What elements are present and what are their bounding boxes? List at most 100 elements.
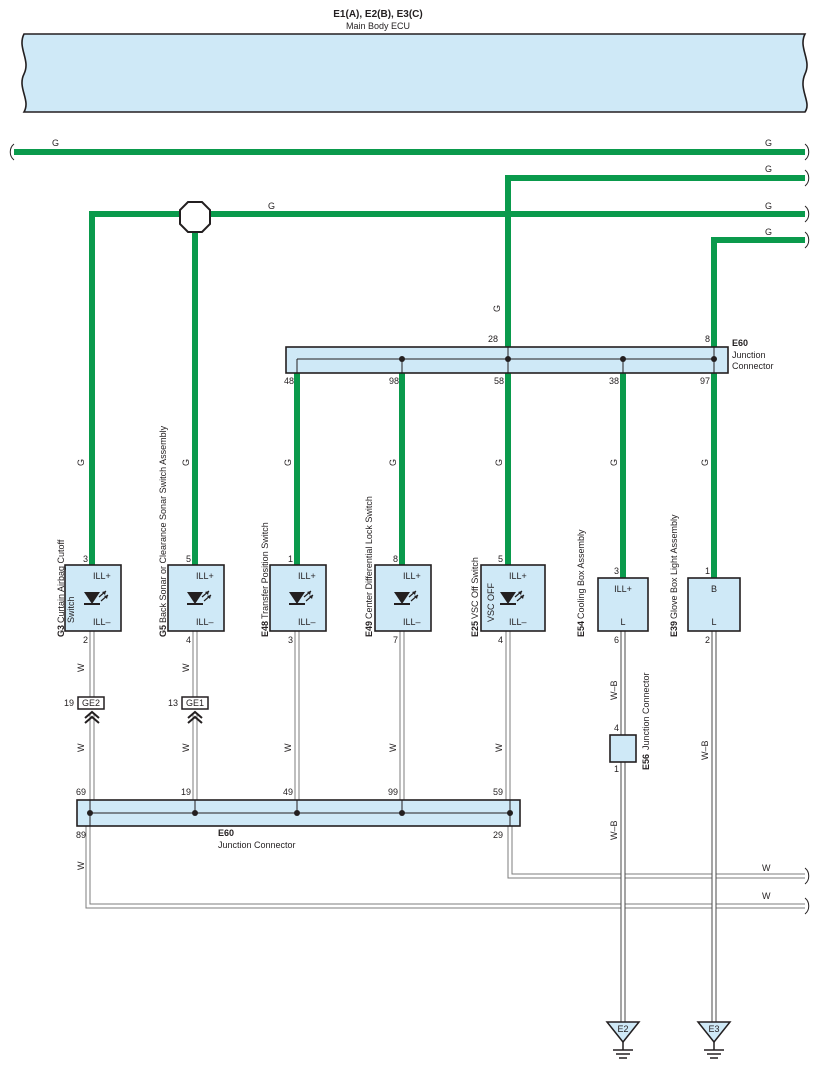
inline-connector-ge2: GE2 19 bbox=[64, 696, 105, 724]
component-code: E39 bbox=[669, 621, 679, 637]
wire-break-right-2 bbox=[804, 169, 810, 187]
wire-label: G bbox=[268, 201, 275, 211]
wire-break-right-4 bbox=[804, 231, 810, 249]
pin-label: 48 bbox=[284, 376, 294, 386]
component-g5: ILL+ ILL– 5 4 G5 Back Sonar or Clearance… bbox=[158, 425, 225, 645]
splice-point bbox=[179, 201, 211, 233]
junction-top-code: E60 bbox=[732, 338, 748, 348]
component-e25: ILL+ ILL– VSC OFF 5 4 E25 VSC Off Switch bbox=[470, 554, 546, 645]
terminal-label: ILL+ bbox=[614, 584, 632, 594]
green-wire-4 bbox=[711, 237, 805, 347]
green-wire-labels: G G G G G G G G G G G G G G bbox=[52, 138, 772, 466]
connector-code: GE1 bbox=[186, 698, 204, 708]
pin-label: 3 bbox=[83, 554, 88, 564]
junction-top-name-1: Junction bbox=[732, 350, 766, 360]
switch-side-label: VSC OFF bbox=[486, 582, 496, 622]
pin-label: 98 bbox=[389, 376, 399, 386]
pin-label: 3 bbox=[614, 566, 619, 576]
terminal-label: L bbox=[711, 617, 716, 627]
pin-label: 99 bbox=[388, 787, 398, 797]
pin-label: 28 bbox=[488, 334, 498, 344]
pin-label: 19 bbox=[64, 698, 74, 708]
ground-e2: E2 bbox=[605, 1021, 641, 1059]
wire-label: G bbox=[52, 138, 59, 148]
pin-label: 69 bbox=[76, 787, 86, 797]
wire-label: G bbox=[765, 164, 772, 174]
connector-code: GE2 bbox=[82, 698, 100, 708]
pin-label: 8 bbox=[393, 554, 398, 564]
junction-top-name-2: Connector bbox=[732, 361, 774, 371]
wire-label: G bbox=[700, 459, 710, 466]
pin-label: 1 bbox=[614, 764, 619, 774]
green-wire-2 bbox=[505, 175, 805, 347]
component-name: Cooling Box Assembly bbox=[576, 529, 586, 619]
wire-label: W bbox=[762, 891, 771, 901]
terminal-label: B bbox=[711, 584, 717, 594]
terminal-label: ILL– bbox=[509, 617, 527, 627]
ground-label: E3 bbox=[708, 1024, 719, 1034]
pin-label: 2 bbox=[705, 635, 710, 645]
led-icon bbox=[84, 590, 109, 605]
white-wire-group bbox=[85, 631, 810, 1022]
junction-bottom-code: E60 bbox=[218, 828, 234, 838]
terminal-label: ILL– bbox=[196, 617, 214, 627]
wire-label: G bbox=[494, 459, 504, 466]
led-icon bbox=[289, 590, 314, 605]
wire-label: G bbox=[388, 459, 398, 466]
terminal-label: ILL+ bbox=[298, 571, 316, 581]
green-wire-group bbox=[9, 143, 810, 578]
pin-label: 8 bbox=[705, 334, 710, 344]
wire-label: W bbox=[388, 743, 398, 752]
component-name: Center Differential Lock Switch bbox=[364, 496, 374, 619]
pin-label: 4 bbox=[614, 723, 619, 733]
wire-label: W–B bbox=[609, 820, 619, 840]
terminal-label: ILL– bbox=[298, 617, 316, 627]
component-code: E56 bbox=[641, 754, 651, 770]
wire-label: G bbox=[765, 227, 772, 237]
terminal-label: ILL+ bbox=[403, 571, 421, 581]
pin-label: 19 bbox=[181, 787, 191, 797]
ground-label: E2 bbox=[617, 1024, 628, 1034]
pin-label: 89 bbox=[76, 830, 86, 840]
wire-break-right-1 bbox=[804, 143, 810, 161]
led-icon bbox=[394, 590, 419, 605]
junction-connector-e56: 4 1 E56 Junction Connector bbox=[609, 672, 651, 774]
ground-e3: E3 bbox=[696, 1021, 732, 1059]
pin-label: 29 bbox=[493, 830, 503, 840]
wire-label: W bbox=[283, 743, 293, 752]
component-name: Transfer Position Switch bbox=[260, 522, 270, 619]
pin-label: 5 bbox=[186, 554, 191, 564]
component-name: VSC Off Switch bbox=[470, 557, 480, 619]
component-g3: ILL+ ILL– 3 2 G3 Curtain Airbag Cutoff S… bbox=[56, 539, 122, 645]
ecu-name: Main Body ECU bbox=[346, 21, 410, 31]
component-e49: ILL+ ILL– 8 7 E49 Center Differential Lo… bbox=[364, 496, 432, 645]
pin-label: 1 bbox=[288, 554, 293, 564]
terminal-label: ILL+ bbox=[196, 571, 214, 581]
junction-connector-top: 28 8 48 98 58 38 97 E60 Junction Connect… bbox=[284, 334, 774, 386]
pin-label: 1 bbox=[705, 566, 710, 576]
component-code: E25 bbox=[470, 621, 480, 637]
junction-bottom-name: Junction Connector bbox=[218, 840, 296, 850]
green-wire-3 bbox=[89, 211, 805, 565]
component-e48: ILL+ ILL– 1 3 E48 Transfer Position Swit… bbox=[260, 522, 327, 645]
pin-label: 38 bbox=[609, 376, 619, 386]
wire-label: G bbox=[765, 138, 772, 148]
wire-label: G bbox=[181, 459, 191, 466]
terminal-label: ILL+ bbox=[509, 571, 527, 581]
terminal-label: ILL– bbox=[93, 617, 111, 627]
main-body-ecu bbox=[21, 33, 808, 113]
connector-chevron-icon bbox=[187, 710, 203, 724]
wire-label: W bbox=[494, 743, 504, 752]
pin-label: 7 bbox=[393, 635, 398, 645]
pin-label: 3 bbox=[288, 635, 293, 645]
wire-break-right-3 bbox=[804, 205, 810, 223]
component-name: Glove Box Light Assembly bbox=[669, 514, 679, 619]
wire-label: G bbox=[283, 459, 293, 466]
component-e39: B L 1 2 E39 Glove Box Light Assembly bbox=[669, 514, 741, 645]
component-code: G5 bbox=[158, 625, 168, 637]
wire-label: G bbox=[765, 201, 772, 211]
pin-label: 4 bbox=[186, 635, 191, 645]
led-icon bbox=[500, 590, 525, 605]
terminal-label: L bbox=[620, 617, 625, 627]
